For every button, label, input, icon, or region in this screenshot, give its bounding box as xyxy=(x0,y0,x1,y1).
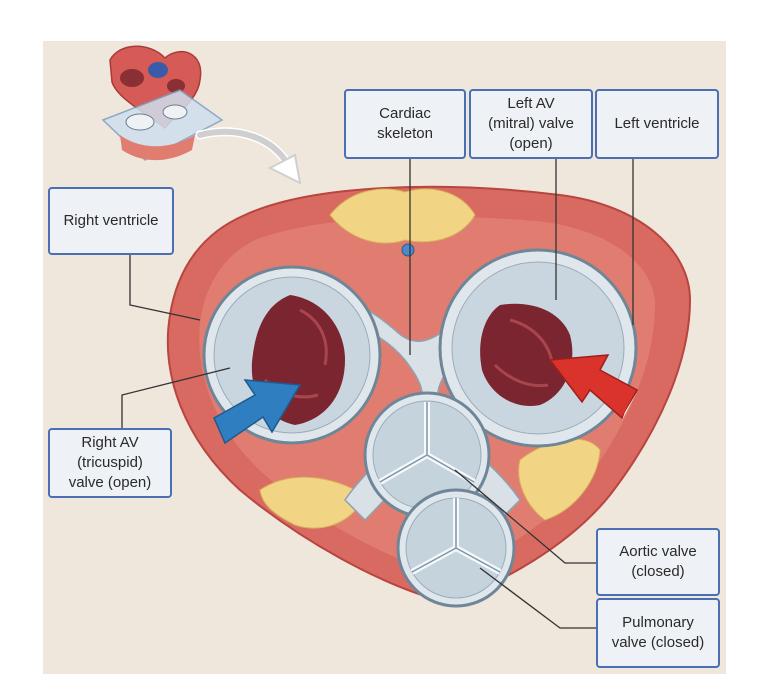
label-right-ventricle: Right ventricle xyxy=(48,187,174,255)
label-left-av-valve: Left AV (mitral) valve (open) xyxy=(469,89,593,159)
blood-flow-arrow-blue-icon xyxy=(213,379,302,445)
curved-arrow-icon xyxy=(195,127,302,185)
leader-lines xyxy=(121,158,634,629)
blood-flow-arrow-red-icon xyxy=(548,354,639,420)
label-aortic-valve: Aortic valve (closed) xyxy=(596,528,720,596)
heart-inset-icon xyxy=(101,45,224,161)
leader-tricuspid xyxy=(121,367,231,430)
pulmonary-valve-shape xyxy=(396,488,516,608)
aortic-valve-shape xyxy=(363,391,491,519)
fat-deposit-left xyxy=(259,476,366,529)
label-pulmonary-valve: Pulmonary valve (closed) xyxy=(596,598,720,668)
label-cardiac-skeleton: Cardiac skeleton xyxy=(344,89,466,159)
coronary-vessel xyxy=(401,243,415,257)
fat-deposit-top xyxy=(329,188,476,244)
leader-pulmonary xyxy=(479,567,598,629)
leader-right-ventricle xyxy=(129,255,201,321)
label-left-ventricle: Left ventricle xyxy=(595,89,719,159)
label-right-av-valve: Right AV (tricuspid) valve (open) xyxy=(48,428,172,498)
leader-aortic xyxy=(454,469,598,564)
